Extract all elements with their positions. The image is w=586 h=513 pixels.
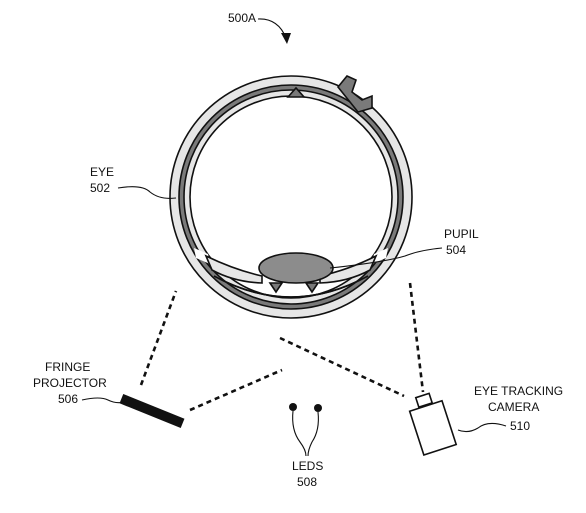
eye-front-gap-left <box>194 248 210 264</box>
camera-body <box>408 399 458 456</box>
projector-leader <box>81 397 125 404</box>
camera-label-line2: CAMERA <box>488 400 539 414</box>
optic-nerve-stub <box>336 75 373 113</box>
projector-ref: 506 <box>58 392 78 406</box>
figure-id-label: 500A <box>228 11 256 25</box>
ciliary-right <box>304 282 320 294</box>
cornea-inner <box>225 281 357 298</box>
eye-top-notch <box>286 86 306 98</box>
eye-ref: 502 <box>90 181 110 195</box>
leds-ref: 508 <box>297 475 317 489</box>
camera-ref: 510 <box>510 419 530 433</box>
projector-label-line2: PROJECTOR <box>33 376 107 390</box>
led-right <box>314 404 322 412</box>
leds-label: LEDS <box>292 459 323 473</box>
ciliary-left <box>268 282 284 294</box>
pupil-ref: 504 <box>446 243 466 257</box>
pupil-lens <box>258 252 334 284</box>
eye-label: EYE <box>90 165 114 179</box>
projector-label-line1: FRINGE <box>45 360 90 374</box>
led-left-lead <box>292 410 307 457</box>
eye-tracking-camera <box>408 392 458 456</box>
eye-leader <box>117 186 177 199</box>
led-right-lead <box>307 411 319 457</box>
camera-lens <box>414 392 434 409</box>
camera-leader <box>457 422 507 433</box>
camera-ray-up <box>408 282 425 393</box>
led-left <box>289 403 297 411</box>
fringe-projector-bar <box>119 394 185 428</box>
projector-ray-up <box>139 290 178 386</box>
iris-left <box>204 254 263 284</box>
projector-ray-right <box>189 368 283 412</box>
pupil-label: PUPIL <box>444 227 479 241</box>
pupil-leader <box>329 247 443 269</box>
camera-label-line1: EYE TRACKING <box>474 384 563 398</box>
eye <box>169 75 413 319</box>
eye-front-gap-right <box>372 248 388 264</box>
figure-id-arrowhead <box>281 33 291 44</box>
figure-id-arrow <box>257 18 287 39</box>
camera-ray-left <box>279 336 405 398</box>
